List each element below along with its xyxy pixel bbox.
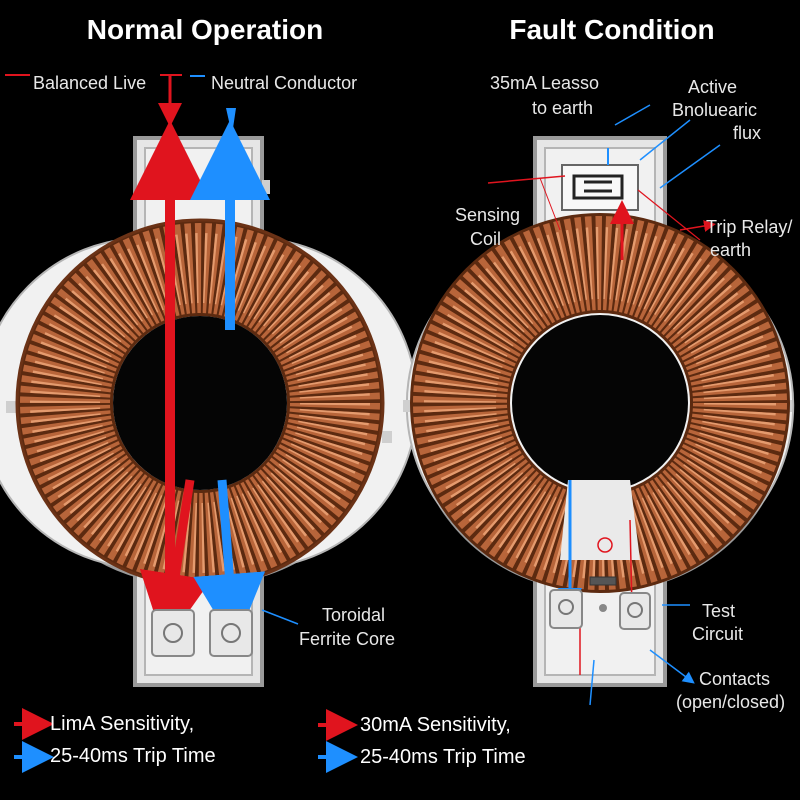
balanced-live-label: Balanced Live bbox=[33, 73, 147, 93]
test-circuit-label-line1: Test bbox=[702, 601, 736, 621]
right-terminals bbox=[549, 576, 690, 630]
trip-relay-label-line2: earth bbox=[710, 240, 752, 260]
left-neutral-conductor bbox=[190, 75, 270, 646]
right-toroidal-coil bbox=[410, 213, 790, 593]
neutral-conductor-label: Neutral Conductor bbox=[211, 73, 358, 93]
legend-right-blue: 25-40ms Trip Time bbox=[360, 746, 526, 768]
toroidal-label: Toroidal bbox=[322, 605, 386, 625]
flux-label-line1: Active bbox=[688, 77, 738, 97]
left-panel-title: Normal Operation bbox=[86, 14, 324, 45]
left-toroidal-coil bbox=[15, 218, 385, 588]
contacts-label-line2: (open/closed) bbox=[676, 692, 786, 712]
left-terminals bbox=[151, 609, 299, 657]
legend-left-blue: 25-40ms Trip Time bbox=[50, 745, 216, 767]
flux-label-line2: Bnoluearic bbox=[672, 100, 758, 120]
right-panel-title: Fault Condition bbox=[509, 14, 715, 45]
leak-label-line2: to earth bbox=[532, 98, 594, 118]
test-circuit-label-line2: Circuit bbox=[692, 624, 744, 644]
leak-label-line1: 35mA Leasso bbox=[490, 73, 600, 93]
legend-right-red: 30mA Sensitivity, bbox=[360, 714, 511, 736]
sensing-coil-label-line1: Sensing bbox=[455, 205, 521, 225]
legend-arrows bbox=[14, 708, 358, 773]
left-live-conductor bbox=[5, 74, 212, 646]
flux-label-line3: flux bbox=[733, 123, 762, 143]
sensing-coil-label-line2: Coil bbox=[470, 229, 502, 249]
trip-relay-label-line1: Trip Relay/ bbox=[706, 217, 793, 237]
contacts-label-line1: Contacts bbox=[699, 669, 771, 689]
legend-left-red: LimA Sensitivity, bbox=[50, 713, 195, 735]
ferrite-core-label: Ferrite Core bbox=[299, 629, 396, 649]
